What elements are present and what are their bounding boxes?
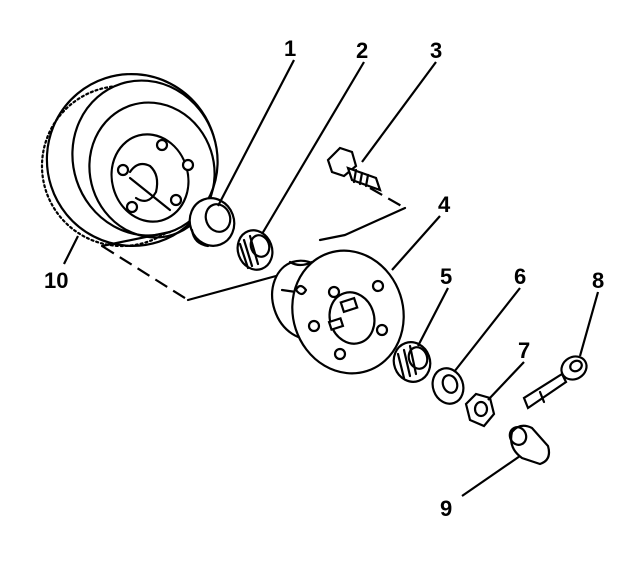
washer [431, 367, 465, 405]
callout-8: 8 [592, 268, 604, 293]
wheel-hub [271, 249, 405, 375]
outer-bearing [392, 341, 432, 383]
callout-1: 1 [284, 36, 296, 61]
callout-10: 10 [44, 268, 68, 293]
callout-7: 7 [518, 338, 530, 363]
callout-labels: 1 2 3 4 5 6 7 8 9 10 [44, 36, 604, 521]
dust-cap [508, 424, 551, 466]
callout-9: 9 [440, 496, 452, 521]
brake-drum [40, 72, 219, 248]
assembly-guide-lines [100, 187, 407, 302]
bearing-race [188, 197, 236, 248]
callout-4: 4 [438, 192, 451, 217]
cotter-pin [522, 355, 588, 410]
callout-5: 5 [440, 264, 452, 289]
callout-2: 2 [356, 38, 368, 63]
callout-6: 6 [514, 264, 526, 289]
leader-lines [63, 59, 600, 497]
inner-bearing [236, 229, 274, 271]
spindle-nut [464, 392, 496, 428]
wheel-bolt [326, 146, 382, 192]
callout-3: 3 [430, 38, 442, 63]
